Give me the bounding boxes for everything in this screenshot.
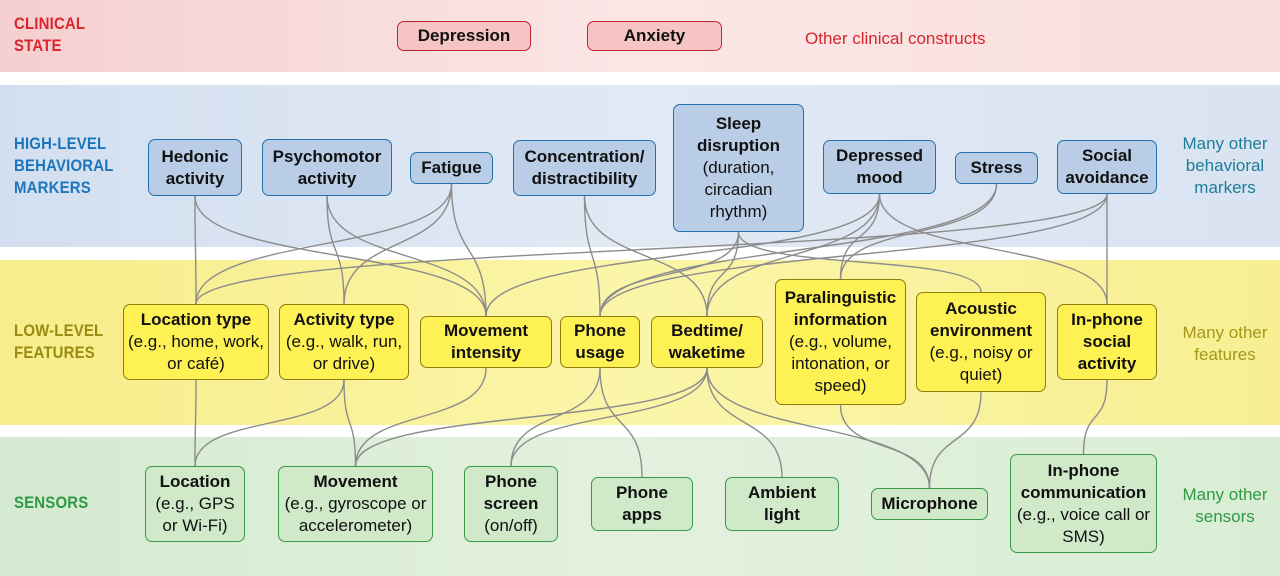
edge-phoneuse-screen <box>510 367 601 467</box>
node-paraling: Paralinguistic information(e.g., volume,… <box>775 279 906 405</box>
node-subtitle: (e.g., noisy or quiet) <box>929 343 1033 384</box>
node-title: Location type <box>140 310 252 329</box>
node-subtitle: (e.g., home, work, or café) <box>127 332 265 373</box>
node-hedonic: Hedonic activity <box>148 139 242 196</box>
edge-loctype-location <box>194 379 197 467</box>
node-subtitle: (on/off) <box>484 516 538 535</box>
node-title: Phone apps <box>616 483 668 524</box>
edge-psychomotor-moveint <box>326 195 487 317</box>
node-title: Sleep disruption <box>696 114 781 155</box>
edge-sleep-bedtime <box>706 231 740 317</box>
node-subtitle: (e.g., voice call or SMS) <box>1016 504 1151 546</box>
node-light: Ambient light <box>725 477 839 531</box>
node-title: Depression <box>417 26 511 45</box>
node-loctype: Location type (e.g., home, work, or café) <box>123 304 269 380</box>
node-sleep: Sleep disruption(duration, circadian rhy… <box>673 104 804 232</box>
edge-mood-paraling <box>839 193 881 280</box>
edge-psychomotor-acttype <box>326 195 345 305</box>
node-title: Fatigue <box>421 158 482 177</box>
node-stress: Stress <box>955 152 1038 184</box>
edge-phoneuse-apps <box>599 367 643 478</box>
node-title: Paralinguistic information <box>784 288 897 329</box>
edge-bedtime-screen <box>510 367 708 467</box>
node-title: Concentration/ distractibility <box>524 147 645 188</box>
edge-hedonic-loctype <box>194 195 197 305</box>
node-moveint: Movement intensity <box>420 316 552 368</box>
edge-stress-phoneuse <box>599 183 998 317</box>
node-title: Psychomotor activity <box>272 146 382 188</box>
node-phoneuse: Phone usage <box>560 316 640 368</box>
other-clinical-text: Other clinical constructs <box>805 29 986 48</box>
node-acoustic: Acoustic environment(e.g., noisy or quie… <box>916 292 1046 392</box>
edge-mood-inphonesoc <box>878 193 1108 305</box>
node-title: Microphone <box>881 494 978 513</box>
edge-acttype-location <box>194 379 345 467</box>
node-title: Activity type <box>293 310 395 329</box>
node-title: Movement intensity <box>443 321 529 362</box>
node-title: Social avoidance <box>1065 146 1149 187</box>
edge-concentration-phoneuse <box>583 195 601 317</box>
node-bedtime: Bedtime/ waketime <box>651 316 763 368</box>
node-title: Bedtime/ waketime <box>668 321 746 362</box>
edge-acttype-movement <box>343 379 357 467</box>
edge-mood-moveint <box>485 193 881 317</box>
edge-concentration-bedtime <box>583 195 708 317</box>
node-movement: Movement (e.g., gyroscope or acceleromete… <box>278 466 433 542</box>
edge-social-loctype <box>195 193 1108 305</box>
node-fatigue: Fatigue <box>410 152 493 184</box>
node-inphonesoc: In-phone social activity <box>1057 304 1157 380</box>
node-title: Hedonic activity <box>161 146 229 188</box>
edge-bedtime-movement <box>354 367 708 467</box>
node-title: Depressed mood <box>836 146 923 187</box>
node-location: Location (e.g., GPS or Wi-Fi) <box>145 466 245 542</box>
edge-fatigue-acttype <box>343 183 453 305</box>
node-screen: Phone screen (on/off) <box>464 466 558 542</box>
sensors-label: SENSORS <box>14 493 89 512</box>
edge-mood-bedtime <box>706 193 881 317</box>
node-mic: Microphone <box>871 488 988 520</box>
node-acttype: Activity type (e.g., walk, run, or drive) <box>279 304 409 380</box>
edge-paraling-mic <box>839 404 931 489</box>
node-title: Anxiety <box>623 26 686 45</box>
node-social: Social avoidance <box>1057 140 1157 194</box>
node-title: Phone screen <box>483 472 539 513</box>
edge-fatigue-loctype <box>195 183 453 305</box>
node-title: In-phone social activity <box>1071 310 1143 373</box>
node-title: Acoustic environment <box>929 299 1033 340</box>
node-mood: Depressed mood <box>823 140 936 194</box>
node-subtitle: (e.g., volume, intonation, or speed) <box>789 332 892 395</box>
node-title: Phone usage <box>574 321 626 362</box>
edge-bedtime-light <box>706 367 783 478</box>
node-apps: Phone apps <box>591 477 693 531</box>
node-subtitle: (e.g., walk, run, or drive) <box>285 332 403 373</box>
node-subtitle: (e.g., gyroscope or accelerometer) <box>284 494 427 535</box>
node-title: Ambient light <box>748 483 816 524</box>
node-concentration: Concentration/ distractibility <box>513 140 656 196</box>
node-depression: Depression <box>397 21 531 51</box>
edge-hedonic-moveint <box>194 195 487 317</box>
edge-acoustic-mic <box>928 391 982 489</box>
edge-moveint-movement <box>354 367 487 467</box>
edge-social-phoneuse <box>599 193 1108 317</box>
node-subtitle: (duration, circadian rhythm) <box>702 158 775 221</box>
node-title: Movement <box>313 472 398 491</box>
node-anxiety: Anxiety <box>587 21 722 51</box>
node-title: Stress <box>970 158 1023 177</box>
node-subtitle: (e.g., GPS or Wi-Fi) <box>155 494 235 535</box>
edge-fatigue-moveint <box>450 183 487 317</box>
node-title: In-phone communication <box>1020 460 1147 502</box>
edge-inphonesoc-comm <box>1082 379 1108 455</box>
node-title: Location <box>159 472 231 491</box>
node-psychomotor: Psychomotor activity <box>262 139 392 196</box>
edge-bedtime-mic <box>706 367 931 489</box>
edge-stress-paraling <box>839 183 998 280</box>
node-comm: In-phone communication(e.g., voice call … <box>1010 454 1157 553</box>
